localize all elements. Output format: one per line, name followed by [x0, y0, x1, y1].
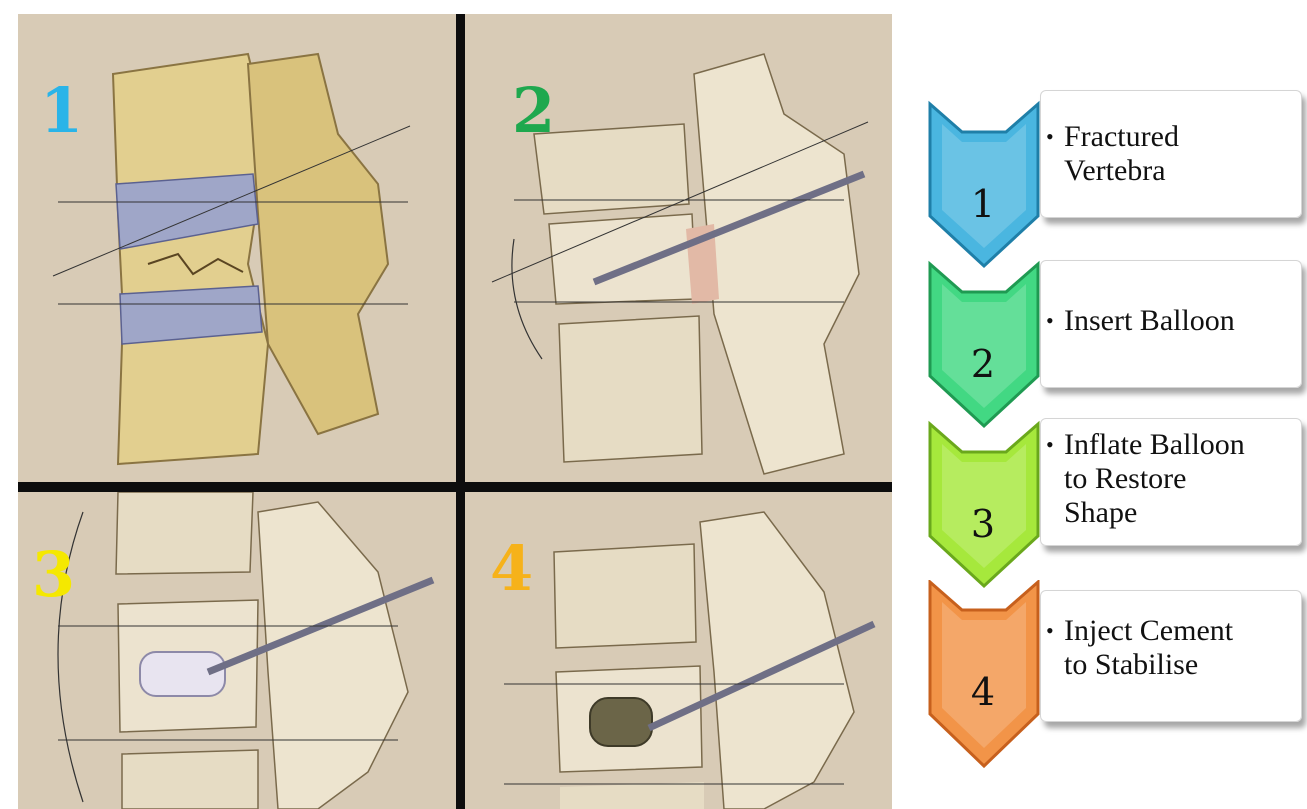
step-text-line: Insert Balloon [1064, 304, 1294, 338]
step-text-line: Vertebra [1064, 154, 1294, 188]
panel-number: 4 [490, 538, 533, 600]
panel-2-insert-balloon: 2 [464, 14, 892, 482]
procedure-steps: 1 • Fractured Vertebra 2 • Insert Balloo… [928, 84, 1307, 784]
step-number: 4 [960, 670, 1006, 714]
panel-number: 2 [512, 80, 555, 142]
bullet-icon: • [1046, 614, 1054, 648]
step-2: 2 • Insert Balloon [928, 256, 1307, 416]
horizontal-divider [18, 482, 892, 492]
bullet-icon: • [1046, 120, 1054, 154]
step-card: • Insert Balloon [1040, 260, 1302, 388]
step-number: 3 [960, 502, 1006, 546]
step-4: 4 • Inject Cement to Stabilise [928, 580, 1307, 740]
panel-number: 1 [40, 80, 83, 142]
step-3: 3 • Inflate Balloon to Restore Shape [928, 416, 1307, 576]
step-text-line: Fractured [1064, 120, 1294, 154]
step-text-line: to Stabilise [1064, 648, 1294, 682]
step-chevron [928, 84, 1040, 274]
step-card: • Fractured Vertebra [1040, 90, 1302, 218]
panel-4-inject-cement: 4 [464, 492, 892, 809]
panel-1-fractured-vertebra: 1 [18, 14, 456, 482]
step-text-line: Inject Cement [1064, 614, 1294, 648]
bullet-icon: • [1046, 428, 1054, 462]
step-text-line: to Restore [1064, 462, 1294, 496]
panel-3-inflate-balloon: 3 [18, 492, 456, 809]
illustration-grid: 1 2 3 [18, 14, 892, 809]
step-1: 1 • Fractured Vertebra [928, 84, 1307, 244]
step-card: • Inflate Balloon to Restore Shape [1040, 418, 1302, 546]
step-number: 1 [960, 182, 1006, 226]
bullet-icon: • [1046, 304, 1054, 338]
panel-3-illustration [18, 492, 456, 809]
step-number: 2 [960, 342, 1006, 386]
step-text-line: Shape [1064, 496, 1294, 530]
panel-1-illustration [18, 14, 456, 482]
panel-number: 3 [32, 544, 75, 606]
step-card: • Inject Cement to Stabilise [1040, 590, 1302, 722]
vertical-divider [456, 14, 465, 809]
step-text-line: Inflate Balloon [1064, 428, 1294, 462]
